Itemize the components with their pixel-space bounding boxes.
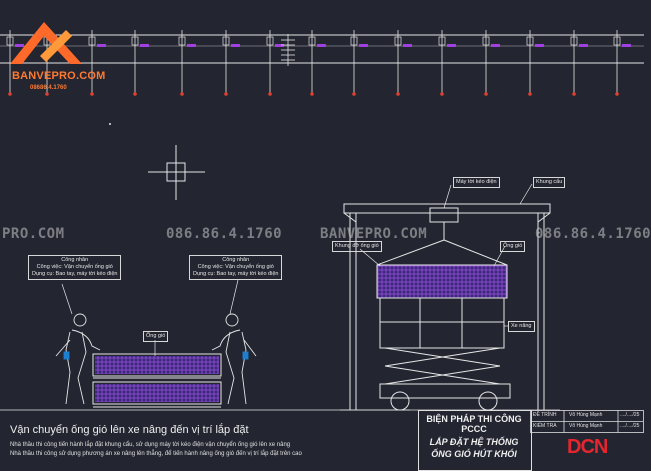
hanger-anchor (396, 92, 400, 96)
scissor-lift (376, 239, 511, 411)
hanger-anchor (440, 92, 444, 96)
hanger-anchor (45, 92, 49, 96)
hanger-clamp (131, 36, 139, 46)
duct-segment (535, 44, 544, 47)
tb-name-1: Võ Hùng Mạnh (569, 412, 603, 418)
hanger-clamp (222, 36, 230, 46)
hanger-clamp (266, 36, 274, 46)
callout-right-line3: Dụng cụ: Bao tay, máy tời kéo điện (193, 271, 279, 277)
callout-worker-left: Công nhân Công việc: Vận chuyển ống gió … (28, 255, 122, 280)
hanger-clamp (526, 36, 534, 46)
title-line4: ỐNG GIÓ HÚT KHÓI (431, 449, 517, 459)
gantry-crane (343, 203, 551, 410)
hanger-clamp (570, 36, 578, 46)
title-line1: BIỆN PHÁP THI CÔNG (426, 414, 522, 424)
duct-segment (275, 44, 284, 47)
duct-segment (403, 44, 412, 47)
right-worker (211, 313, 257, 405)
hanger-clamp (394, 36, 402, 46)
hanger-clamp (6, 36, 14, 46)
duct-segment (317, 44, 326, 47)
crosshair-cursor (148, 145, 205, 200)
hanger-clamp (613, 36, 621, 46)
hanger-anchor (352, 92, 356, 96)
title-block-grid (530, 410, 644, 433)
hanger-clamp (308, 36, 316, 46)
duct-segment (579, 44, 588, 47)
title-block-subheading: LẮP ĐẶT HỆ THỐNG ỐNG GIÓ HÚT KHÓI (418, 436, 530, 460)
hanger-anchor (90, 92, 94, 96)
hanger-anchor (484, 92, 488, 96)
hanger-anchor (268, 92, 272, 96)
label-duct-left: Ống gió (143, 331, 169, 342)
hanger-anchor (615, 92, 619, 96)
tb-role-1: ĐỀ TRÌNH (533, 412, 557, 418)
duct-segment (140, 44, 149, 47)
hanger-clamp (482, 36, 490, 46)
caption-line-1: Nhà thầu thi công tiến hành lắp đặt khun… (10, 442, 291, 448)
company-logo: DCN (567, 436, 608, 458)
hanger-anchor (224, 92, 228, 96)
watermark-3: BANVEPRO.COM (320, 226, 428, 242)
caption-line-2: Nhà thầu thi công sử dụng phương án xe n… (10, 451, 302, 457)
duct-segment (15, 44, 24, 47)
hanger-clamp (88, 36, 96, 46)
tb-date-2: ..../..../25 (620, 423, 640, 429)
watermark-1: PRO.COM (2, 226, 65, 242)
hanger-anchor (180, 92, 184, 96)
hanger-anchor (528, 92, 532, 96)
duct-hangers (6, 30, 631, 96)
callout-left-line3: Dụng cụ: Bao tay, máy tời kéo điện (32, 271, 118, 277)
duct-segment (187, 44, 196, 47)
label-duct-right: Ống gió (500, 241, 526, 252)
hanger-clamp (438, 36, 446, 46)
leader-lines (61, 183, 533, 356)
duct-pallet-left (92, 353, 222, 408)
callout-worker-right: Công nhân Công việc: Vận chuyển ống gió … (189, 255, 283, 280)
tb-role-2: KIỂM TRA (533, 423, 557, 429)
title-line3: LẮP ĐẶT HỆ THỐNG (429, 437, 519, 447)
duct-segment (447, 44, 456, 47)
title-block-heading: BIỆN PHÁP THI CÔNG PCCC (418, 414, 530, 434)
banvepro-logo (10, 22, 82, 64)
watermark-2: 086.86.4.1760 (166, 226, 283, 242)
callout-right-line2: Công việc: Vận chuyển ống gió (197, 264, 274, 270)
watermark-4: 086.86.4.1760 (535, 226, 651, 242)
logo-name: BANVEPRO.COM (12, 70, 106, 82)
hanger-anchor (310, 92, 314, 96)
label-winch: Máy tời kéo điện (453, 177, 500, 188)
hanger-anchor (572, 92, 576, 96)
label-lift: Xe nâng (508, 321, 535, 332)
tb-date-1: ..../..../25 (620, 412, 640, 418)
logo-phone: 08686.4.1760 (30, 85, 67, 91)
duct-segment (622, 44, 631, 47)
label-duct-frame: Khung đỡ ống gió (332, 241, 382, 252)
callout-left-line1: Công nhân (61, 257, 89, 263)
callout-left-line2: Công việc: Vận chuyển ống gió (36, 264, 113, 270)
duct-segment (231, 44, 240, 47)
hanger-anchor (8, 92, 12, 96)
duct-segment (491, 44, 500, 47)
left-worker (55, 313, 101, 405)
callout-right-line1: Công nhân (222, 257, 250, 263)
hanger-clamp (178, 36, 186, 46)
hanger-anchor (133, 92, 137, 96)
duct-joint-symbol (281, 34, 295, 66)
duct-segment (97, 44, 106, 47)
caption-title: Vận chuyển ống gió lên xe nâng đến vị tr… (10, 424, 249, 436)
hanger-clamp (350, 36, 358, 46)
label-gantry: Khung cẩu (533, 177, 566, 188)
tb-name-2: Võ Hùng Mạnh (569, 423, 603, 429)
title-line2: PCCC (461, 424, 487, 434)
duct-segment (359, 44, 368, 47)
